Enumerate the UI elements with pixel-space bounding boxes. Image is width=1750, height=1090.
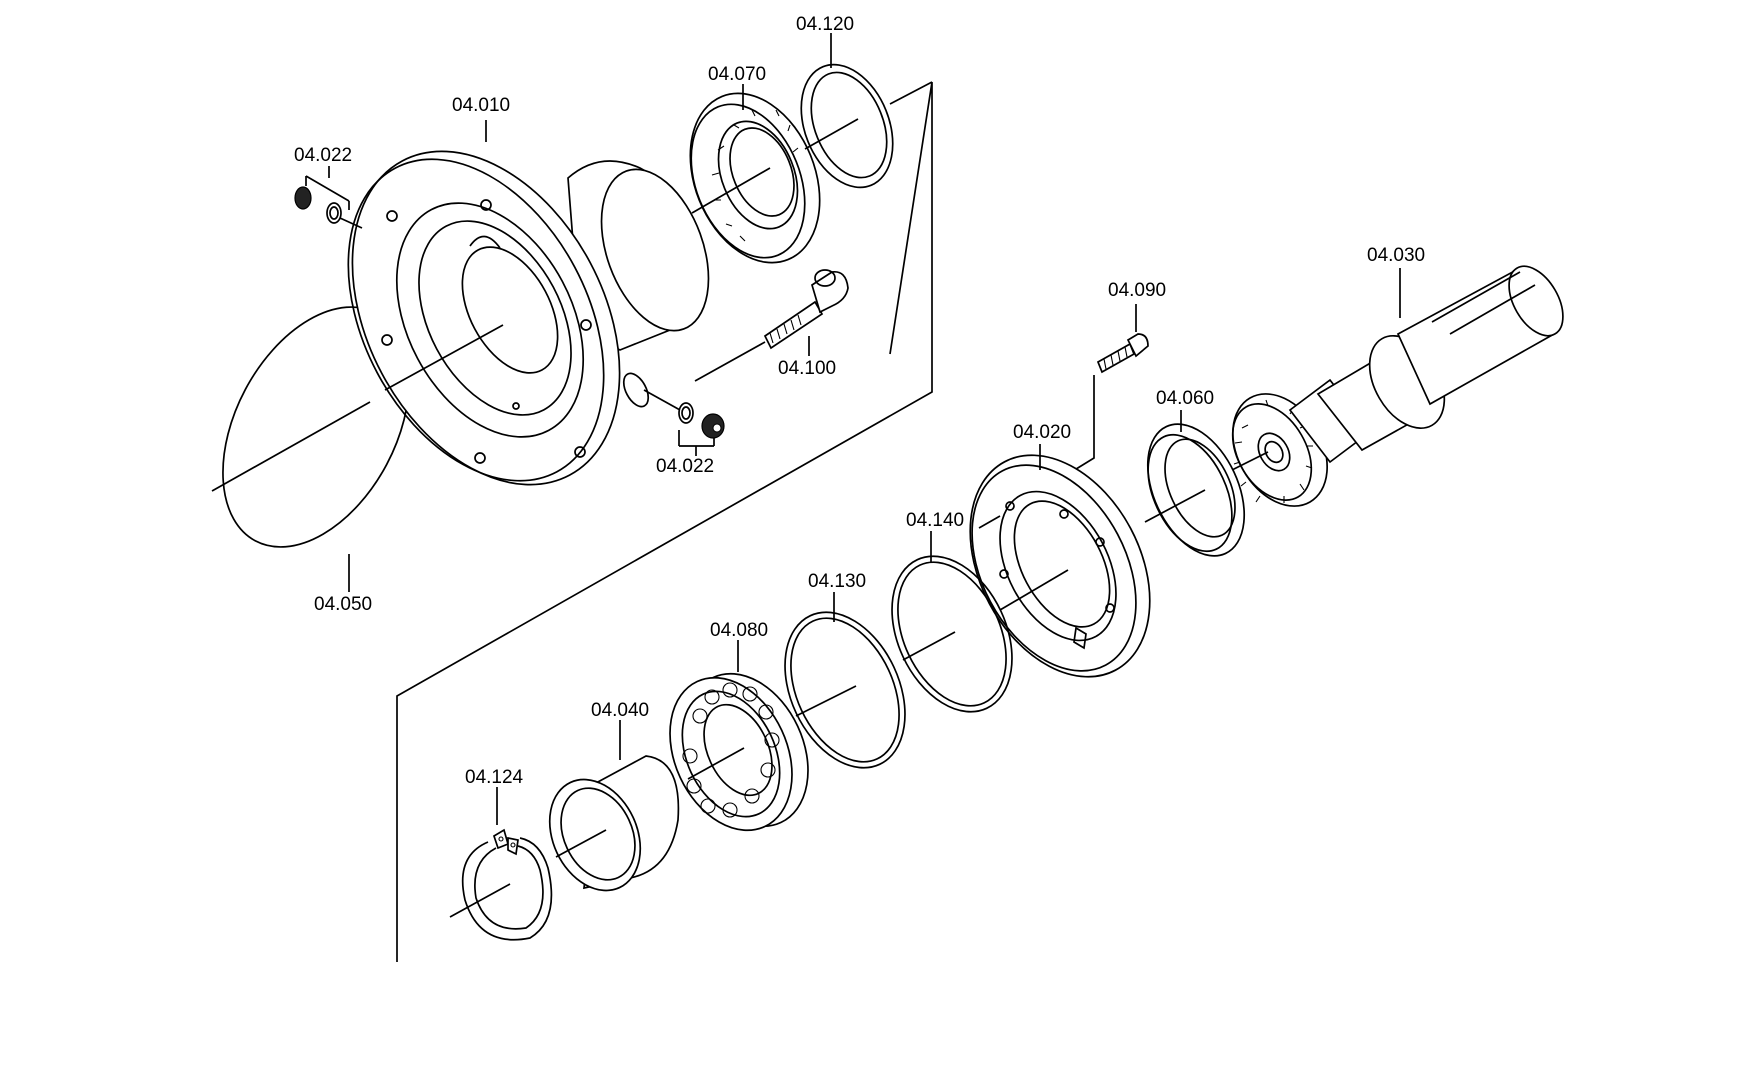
label-04-010: 04.010: [452, 95, 510, 116]
label-04-130: 04.130: [808, 571, 866, 592]
label-04-124: 04.124: [465, 767, 524, 788]
label-04-022-top: 04.022: [294, 145, 352, 166]
part-04-010-housing: [347, 120, 710, 486]
label-04-030: 04.030: [1367, 245, 1425, 266]
label-04-080: 04.080: [710, 620, 768, 641]
label-04-022-bottom: 04.022: [656, 456, 714, 477]
part-04-022-plug-bottom: [643, 389, 725, 456]
label-04-100: 04.100: [778, 358, 836, 379]
part-04-100-bolt: [694, 269, 849, 382]
part-04-030-shaft: [1231, 265, 1564, 507]
label-04-050: 04.050: [314, 594, 372, 615]
part-04-080-bearing: [669, 640, 809, 832]
part-04-022-plug-top: [294, 166, 363, 229]
part-04-040-sleeve: [548, 720, 680, 892]
label-04-040: 04.040: [591, 700, 649, 721]
part-04-070-bearing: [689, 84, 821, 264]
label-04-090: 04.090: [1108, 280, 1166, 301]
label-04-140: 04.140: [906, 510, 964, 531]
part-04-124-circlip: [449, 787, 553, 941]
part-04-060-seal: [1144, 410, 1246, 557]
part-04-130-ring: [784, 592, 906, 769]
part-04-140-ring: [891, 531, 1013, 713]
label-04-020: 04.020: [1013, 422, 1071, 443]
part-04-120-ring: [800, 33, 894, 189]
part-04-090-screw: [1067, 304, 1149, 475]
label-04-070: 04.070: [708, 64, 766, 85]
label-04-060: 04.060: [1156, 388, 1214, 409]
assembly-frame: [396, 81, 933, 962]
label-04-120: 04.120: [796, 14, 854, 35]
